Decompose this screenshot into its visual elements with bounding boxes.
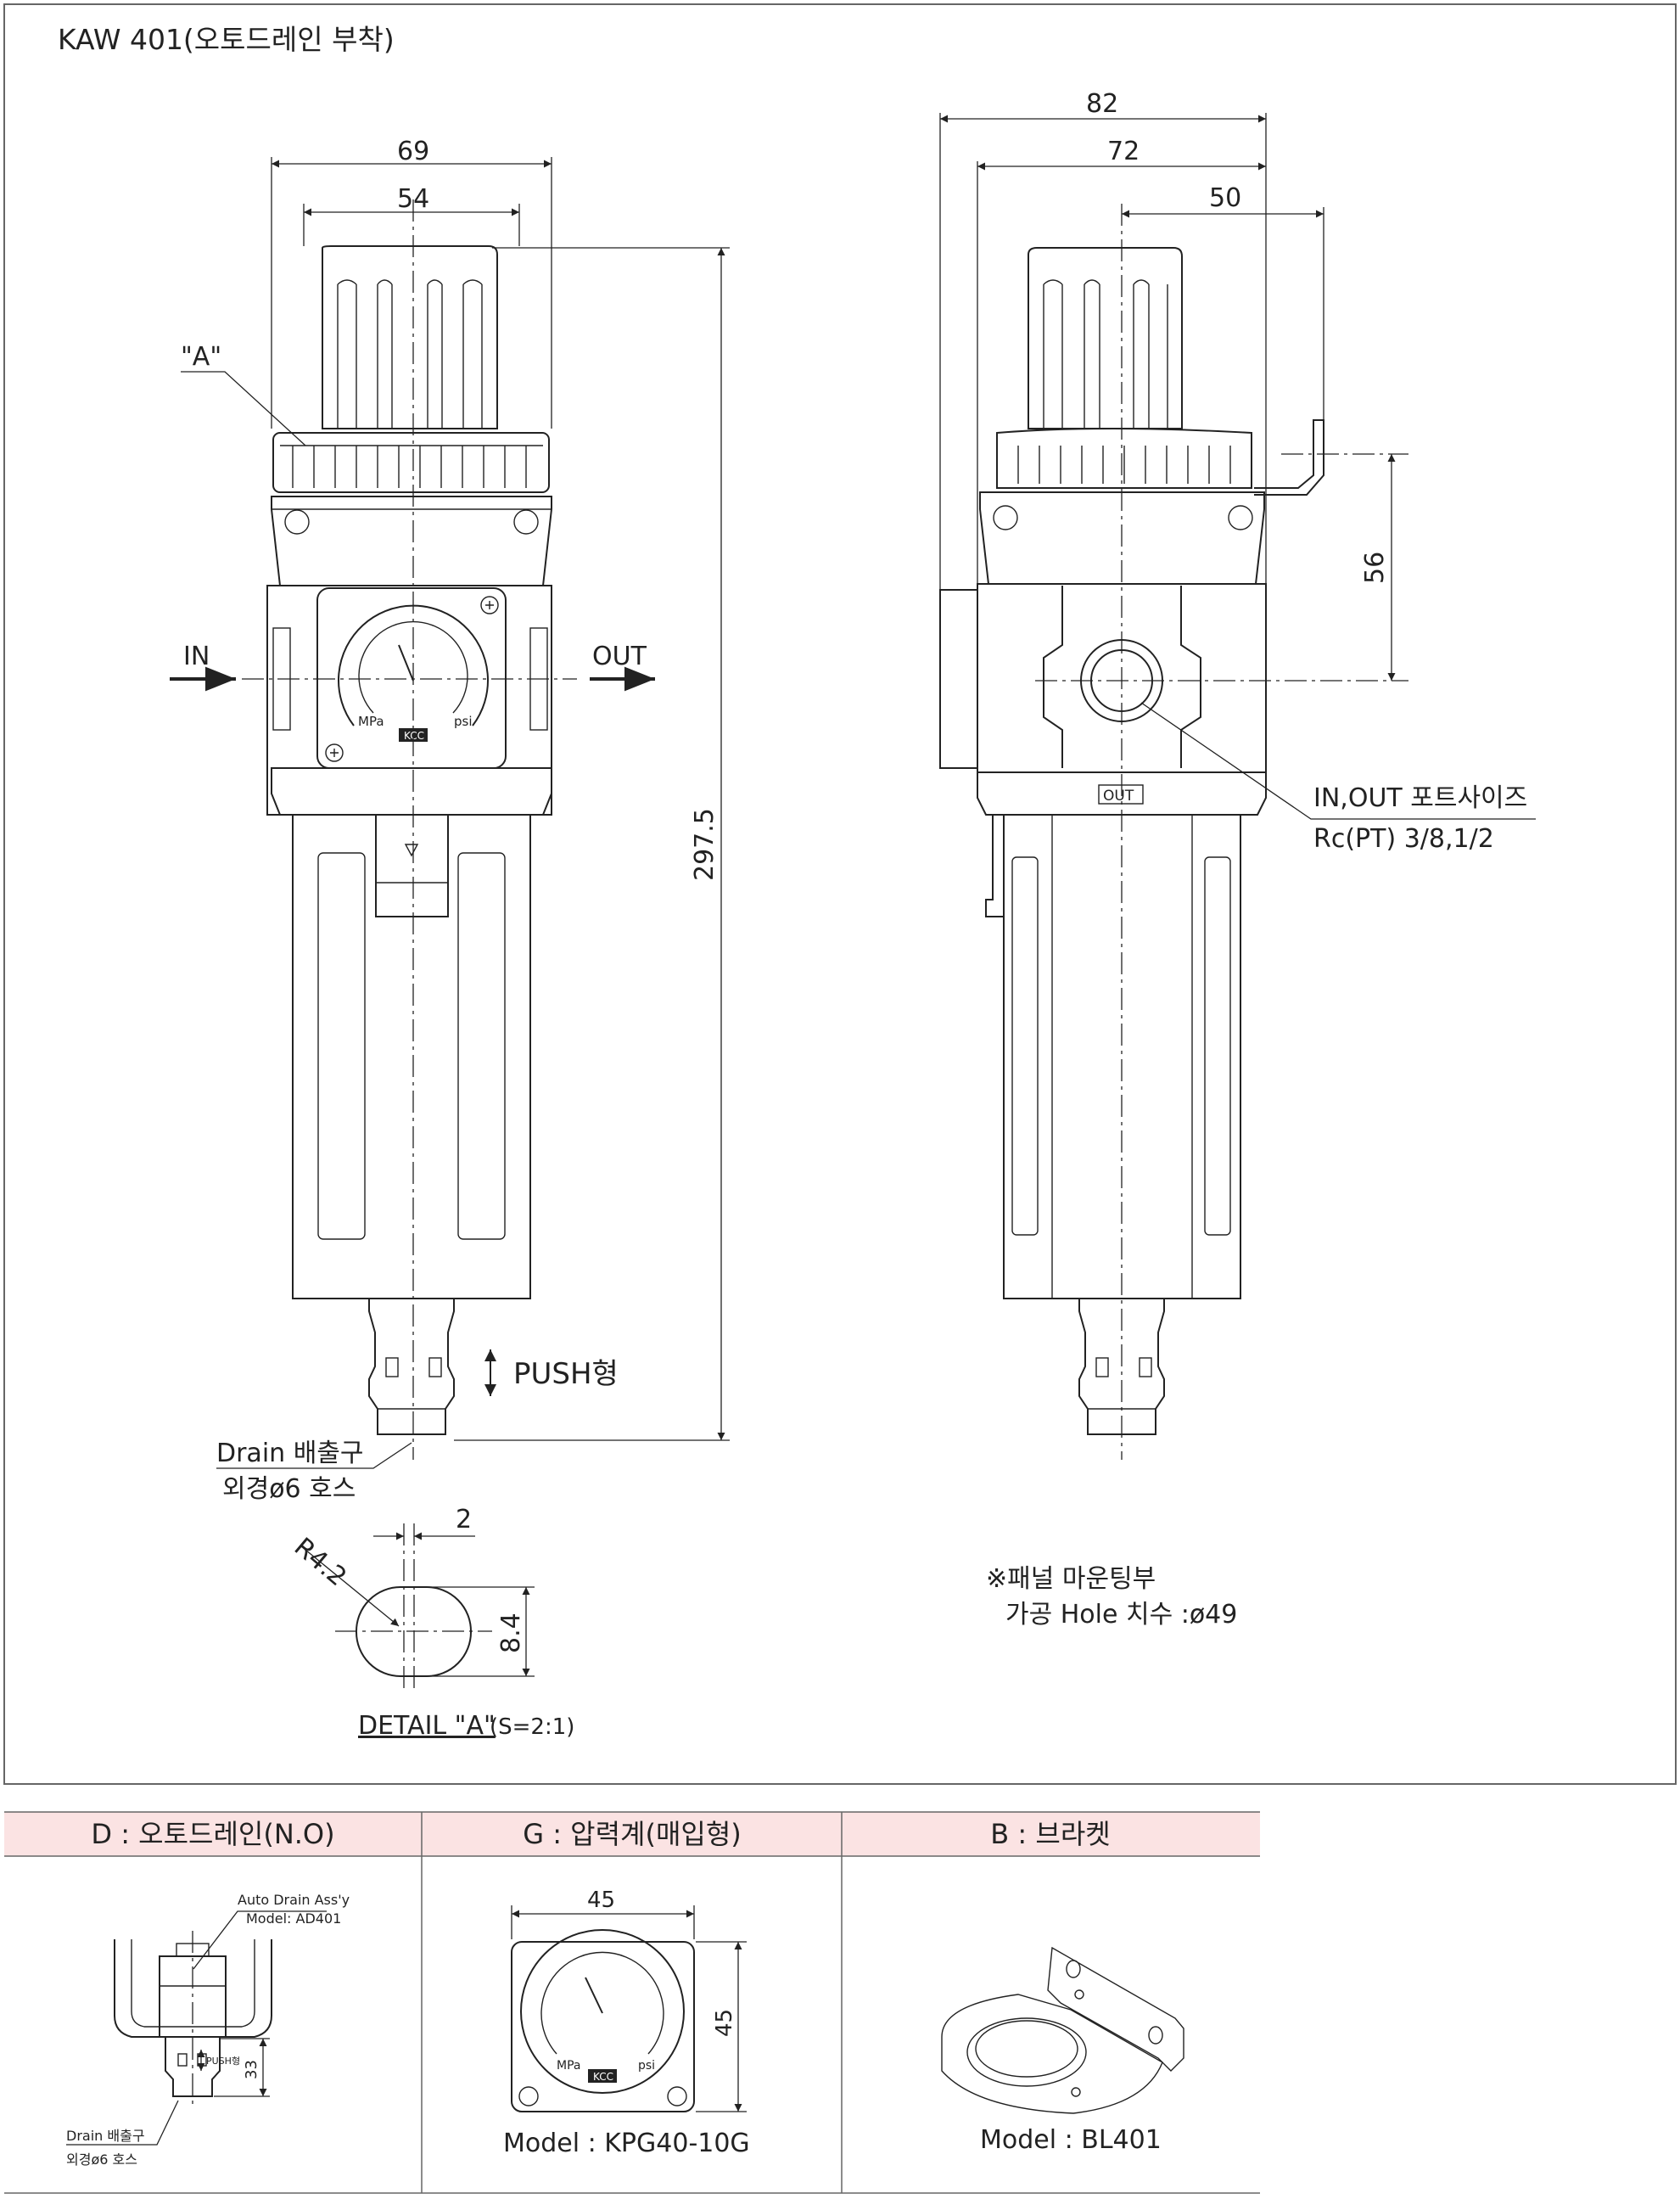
side-port-label-2: Rc(PT) 3/8,1/2 — [1313, 824, 1494, 854]
dim-side-72: 72 — [1107, 137, 1140, 166]
dim-front-69: 69 — [397, 137, 429, 166]
front-bonnet — [271, 496, 552, 586]
gauge-option-dim-h: 45 — [712, 2009, 737, 2037]
auto-drain-label-2: 외경ø6 호스 — [66, 2151, 137, 2168]
auto-drain-model-label: Model: AD401 — [246, 1910, 341, 1927]
label-push: PUSH형 — [513, 1357, 619, 1391]
front-drain-valve — [368, 1298, 455, 1435]
side-knob — [1028, 247, 1183, 429]
side-panel-note-1: ※패널 마운팅부 — [986, 1564, 1156, 1594]
detail-scale: (S=2:1) — [490, 1714, 574, 1740]
dim-side-82: 82 — [1086, 89, 1118, 119]
front-knob — [322, 245, 498, 429]
detail-dim-2: 2 — [456, 1505, 472, 1534]
options-header-drain: D : 오토드레인(N.O) — [91, 1818, 334, 1850]
options-header-bracket: B : 브라켓 — [990, 1818, 1110, 1850]
front-body — [266, 585, 552, 816]
side-port-boss — [1043, 586, 1201, 768]
front-gauge-mpa: MPa — [358, 714, 384, 729]
detail-caption: DETAIL "A" — [358, 1711, 496, 1741]
side-bracket — [1254, 419, 1324, 496]
label-out: OUT — [592, 642, 647, 671]
gauge-option-dial — [520, 1929, 685, 2094]
front-gauge-psi: psi — [454, 714, 473, 729]
bracket-option-model: Model : BL401 — [980, 2125, 1162, 2155]
gauge-option-mpa: MPa — [557, 2059, 580, 2073]
detail-dim-r: R4.2 — [288, 1532, 352, 1592]
drain-label-1: Drain 배출구 — [216, 1439, 364, 1468]
gauge-option-face — [511, 1941, 695, 2112]
option-auto-drain: Auto Drain Ass'y Model: AD401 PUSH형 33 D… — [66, 1892, 350, 2168]
front-bowl-latch — [375, 814, 449, 917]
side-panel-note-2: 가공 Hole 치수 :ø49 — [1005, 1600, 1237, 1630]
side-lock-ring — [996, 428, 1252, 489]
side-bowl — [1003, 814, 1241, 1299]
dim-front-54: 54 — [397, 184, 429, 214]
front-gauge-brand: KCC — [404, 730, 424, 742]
option-pressure-gauge: MPa psi KCC 45 45 Model : KPG40-10G — [503, 1888, 750, 2158]
auto-drain-assy-label: Auto Drain Ass'y — [238, 1892, 350, 1908]
label-in: IN — [183, 642, 210, 671]
auto-drain-dim: 33 — [243, 2060, 260, 2079]
front-lock-ring — [272, 432, 550, 493]
gauge-option-dim-w: 45 — [587, 1888, 615, 1913]
side-drain-valve — [1078, 1298, 1165, 1435]
dim-side-50: 50 — [1209, 183, 1241, 213]
dim-side-56: 56 — [1360, 552, 1390, 584]
drawing-frame — [3, 3, 1677, 1785]
option-bracket: Model : BL401 — [941, 1946, 1184, 2155]
auto-drain-label-1: Drain 배출구 — [66, 2128, 145, 2144]
front-view: MPa psi KCC IN OUT 69 54 — [170, 137, 730, 1504]
gauge-option-brand: KCC — [593, 2071, 613, 2083]
side-out-mark: OUT — [1103, 788, 1134, 805]
detail-dim-h: 8.4 — [496, 1613, 526, 1653]
label-detail-a-ref: "A" — [181, 342, 221, 372]
options-header-gauge: G : 압력계(매입형) — [523, 1818, 742, 1850]
side-collar — [977, 771, 1267, 816]
options-table: D : 오토드레인(N.O) G : 압력계(매입형) B : 브라켓 Auto… — [4, 1811, 1260, 2194]
gauge-option-psi: psi — [638, 2059, 655, 2073]
dim-front-height: 297.5 — [690, 808, 720, 881]
side-port-label-1: IN,OUT 포트사이즈 — [1313, 783, 1527, 813]
front-bowl — [292, 814, 531, 1299]
auto-drain-push-label: PUSH형 — [206, 2056, 240, 2067]
gauge-option-model: Model : KPG40-10G — [503, 2129, 750, 2158]
drawing-title: KAW 401(오토드레인 부착) — [58, 23, 395, 56]
detail-a: 2 R4.2 8.4 DETAIL "A" (S=2:1) — [288, 1505, 575, 1741]
bracket-base — [941, 1994, 1163, 2114]
side-view: OUT 82 72 50 56 IN,OUT 포트사이즈 Rc(PT) — [939, 89, 1536, 1630]
drain-label-2: 외경ø6 호스 — [222, 1474, 356, 1504]
side-gauge-edge — [939, 589, 978, 769]
bracket-upright — [1047, 1946, 1184, 2072]
options-header-row — [4, 1812, 1260, 1856]
front-collar — [271, 767, 552, 816]
